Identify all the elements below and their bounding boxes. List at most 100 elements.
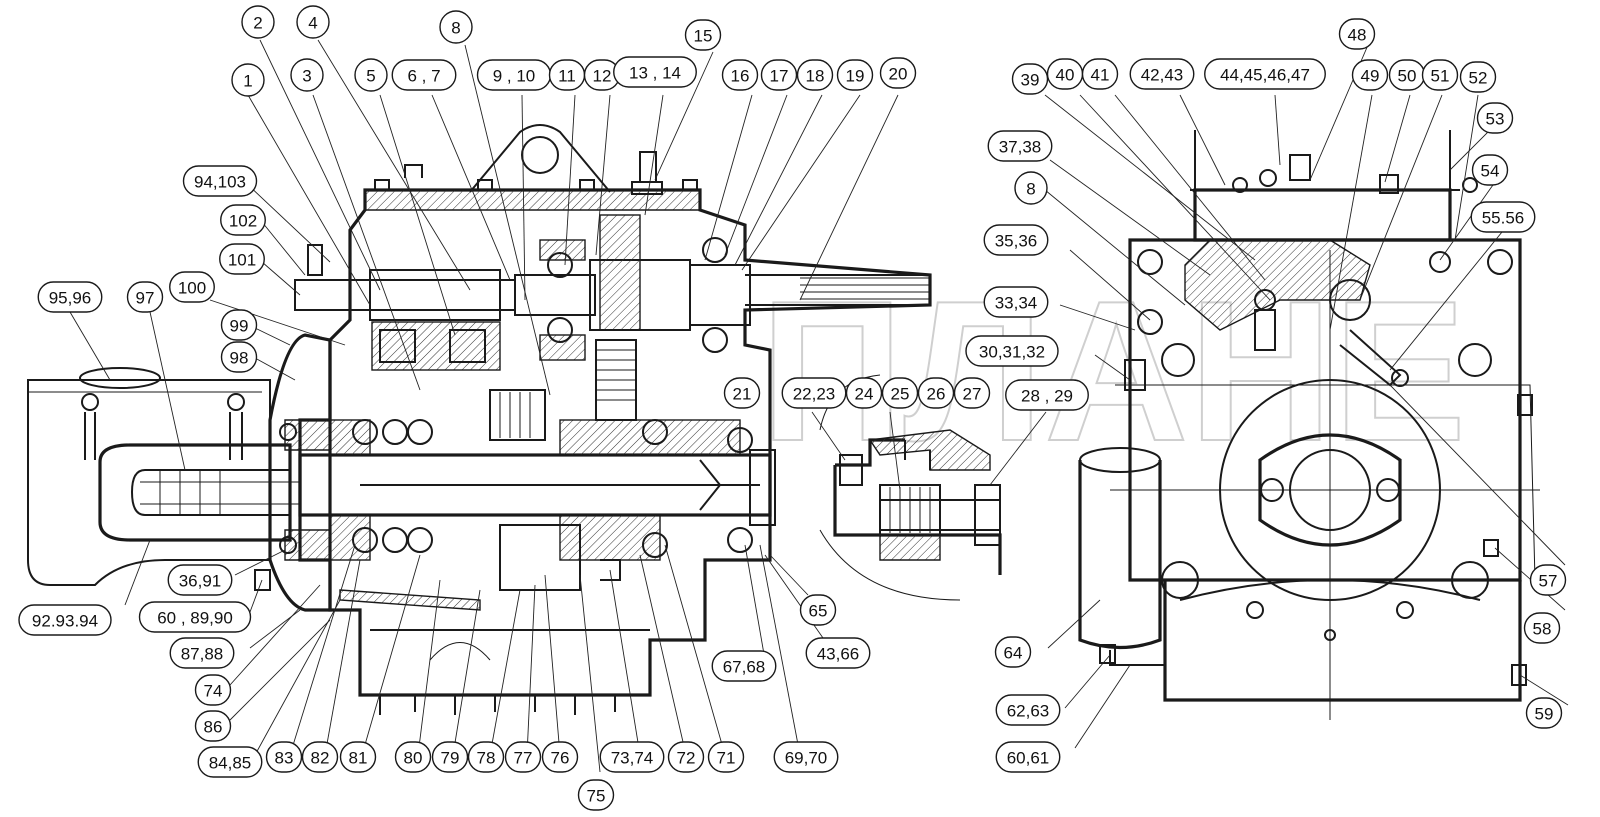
callout-marker (965, 335, 1059, 367)
callout-label: 2 (253, 14, 262, 33)
callout-1: 1 (231, 63, 265, 97)
callout-20: 20 (879, 57, 917, 89)
callout-label: 33,34 (995, 294, 1038, 313)
callout-label: 9 , 10 (493, 67, 536, 86)
callout-label: 95,96 (49, 289, 92, 308)
callout-75: 75 (577, 779, 615, 811)
callout-label: 102 (229, 212, 257, 231)
callout-label: 35,36 (995, 232, 1038, 251)
callout-marker (220, 309, 258, 341)
callout-17: 17 (760, 59, 798, 91)
callout-59: 59 (1525, 697, 1563, 729)
callout-60b: 60,61 (995, 741, 1061, 773)
callout-label: 8 (1026, 180, 1035, 199)
callout-label: 54 (1481, 162, 1500, 181)
callout-54: 54 (1471, 154, 1509, 186)
callout-102: 102 (220, 204, 266, 236)
callout-marker (953, 377, 991, 409)
callout-48: 48 (1338, 18, 1376, 50)
callout-22: 22,23 (781, 377, 847, 409)
callout-101: 101 (219, 243, 265, 275)
callout-label: 37,38 (999, 138, 1042, 157)
callout-58: 58 (1523, 612, 1561, 644)
callout-marker (219, 243, 265, 275)
callout-label: 72 (677, 749, 696, 768)
callout-marker (394, 741, 432, 773)
callout-92: 92.93.94 (18, 604, 112, 636)
callout-marker (723, 377, 761, 409)
callout-marker (1129, 58, 1195, 90)
callout-69: 69,70 (773, 741, 839, 773)
callout-marker (1351, 59, 1389, 91)
callout-label: 100 (178, 279, 206, 298)
callout-21: 21 (723, 377, 761, 409)
callout-marker (995, 741, 1061, 773)
callout-marker (138, 601, 252, 633)
callout-label: 57 (1539, 572, 1558, 591)
callout-label: 41 (1091, 66, 1110, 85)
callout-27: 27 (953, 377, 991, 409)
callout-86: 86 (194, 710, 232, 742)
callout-label: 24 (855, 385, 874, 404)
callout-76: 76 (541, 741, 579, 773)
callout-marker (721, 59, 759, 91)
callout-marker (504, 741, 542, 773)
callout-18: 18 (796, 59, 834, 91)
callout-64: 64 (994, 636, 1032, 668)
callout-label: 69,70 (785, 749, 828, 768)
callout-44: 44,45,46,47 (1204, 58, 1326, 90)
callout-78: 78 (467, 741, 505, 773)
callout-marker (1525, 697, 1563, 729)
callout-marker (613, 56, 697, 88)
callout-40: 40 (1046, 58, 1084, 90)
callout-35: 35,36 (983, 224, 1049, 256)
callout-label: 5 (366, 67, 375, 86)
callout-label: 1 (243, 72, 252, 91)
callout-marker (169, 637, 235, 669)
callout-43: 43,66 (805, 637, 871, 669)
callout-50: 50 (1388, 59, 1426, 91)
callout-74: 74 (194, 674, 232, 706)
callout-label: 26 (927, 385, 946, 404)
callout-72: 72 (667, 741, 705, 773)
callout-marker (241, 5, 275, 39)
callout-37: 37,38 (987, 130, 1053, 162)
callout-marker (220, 341, 258, 373)
callout-marker (354, 58, 388, 92)
leader-lines (69, 39, 1569, 773)
callout-label: 12 (593, 67, 612, 86)
callout-label: 79 (441, 749, 460, 768)
callout-label: 39 (1021, 71, 1040, 90)
callout-label: 84,85 (209, 754, 252, 773)
callout-57: 57 (1529, 564, 1567, 596)
callout-label: 11 (558, 67, 576, 86)
callout-51: 51 (1421, 59, 1459, 91)
callout-label: 36,91 (179, 572, 222, 591)
callout-marker (467, 741, 505, 773)
callout-marker (1005, 379, 1089, 411)
callout-label: 86 (204, 718, 223, 737)
callout-99: 99 (220, 309, 258, 341)
lower-shaft (298, 419, 776, 611)
callout-6: 6 , 7 (391, 59, 457, 91)
callout-67: 67,68 (711, 650, 777, 682)
callout-marker (760, 59, 798, 91)
callout-65: 65 (799, 594, 837, 626)
callout-marker (265, 741, 303, 773)
callout-marker (599, 741, 665, 773)
callout-80: 80 (394, 741, 432, 773)
callout-label: 80 (404, 749, 423, 768)
callout-marker (290, 58, 324, 92)
callout-8: 8 (439, 10, 473, 44)
callout-marker (879, 57, 917, 89)
callout-label: 15 (694, 27, 713, 46)
callout-marker (126, 281, 164, 313)
callout-26: 26 (917, 377, 955, 409)
callout-label: 50 (1398, 67, 1417, 86)
callout-label: 98 (230, 349, 249, 368)
callout-marker (707, 741, 745, 773)
callout-100: 100 (169, 271, 215, 303)
callout-label: 92.93.94 (32, 612, 98, 631)
detail-view (819, 374, 1002, 601)
callout-label: 97 (136, 289, 155, 308)
